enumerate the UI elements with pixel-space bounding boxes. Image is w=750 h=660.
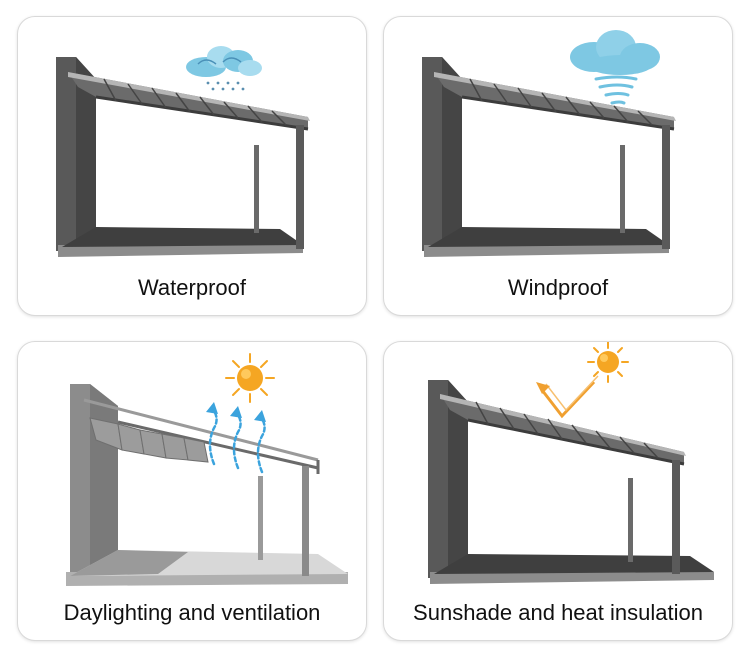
pergola-illustration-closed — [56, 46, 310, 257]
feature-label: Sunshade and heat insulation — [413, 600, 703, 625]
feature-card-windproof: Windproof — [383, 16, 733, 316]
pergola-illustration-open — [66, 353, 348, 586]
reflection-arrow-icon — [540, 375, 599, 419]
sun-icon — [587, 342, 629, 383]
feature-card-sunshade: Sunshade and heat insulation — [383, 341, 733, 641]
sun-icon — [225, 353, 275, 403]
pergola-illustration-closed — [422, 30, 676, 257]
pergola-illustration-closed — [428, 342, 714, 584]
rain-cloud-icon — [186, 46, 262, 91]
feature-card-waterproof: Waterproof — [17, 16, 367, 316]
feature-card-daylighting: Daylighting and ventilation — [17, 341, 367, 641]
feature-label: Waterproof — [137, 275, 246, 300]
feature-label: Windproof — [507, 275, 609, 300]
feature-label: Daylighting and ventilation — [63, 600, 321, 625]
wind-cloud-icon — [570, 30, 660, 105]
airflow-arrows-icon — [208, 406, 266, 474]
